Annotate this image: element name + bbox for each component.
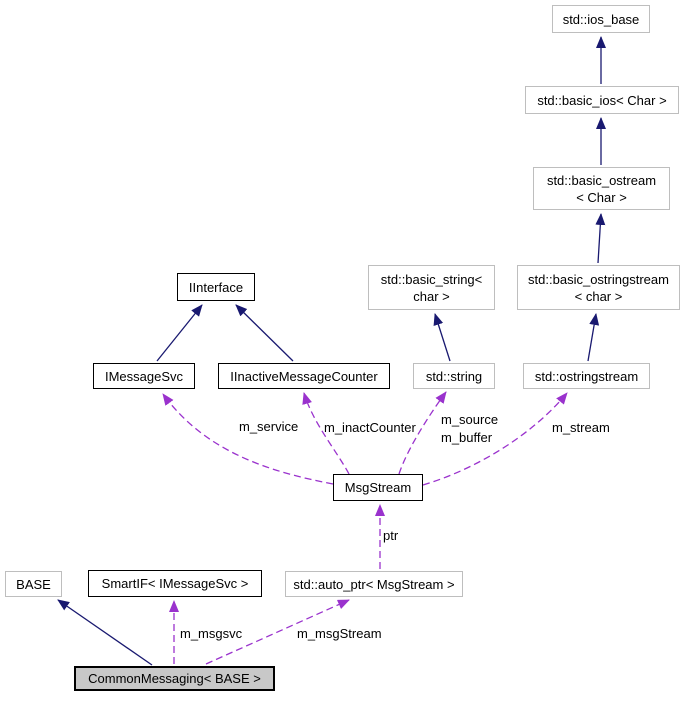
edge-label-m-inactcounter: m_inactCounter xyxy=(324,420,416,435)
edge-label-m-source: m_source xyxy=(441,412,499,427)
node-std-auto-ptr-msgstream: std::auto_ptr< MsgStream > xyxy=(285,571,463,597)
node-std-basic-ostream: std::basic_ostream < Char > xyxy=(533,167,670,210)
node-label: std::basic_string< xyxy=(380,271,483,287)
node-imessagesvc[interactable]: IMessageSvc xyxy=(93,363,195,389)
edge-label-m-stream: m_stream xyxy=(552,420,610,435)
node-commonmessaging-base-current: CommonMessaging< BASE > xyxy=(74,666,275,691)
node-std-ios-base: std::ios_base xyxy=(552,5,650,33)
node-label: std::basic_ios< Char > xyxy=(537,92,667,108)
node-label: SmartIF< IMessageSvc > xyxy=(101,576,249,591)
node-label: std::basic_ostringstream xyxy=(528,271,669,287)
node-label: char > xyxy=(413,288,450,304)
node-smartif-imessagesvc[interactable]: SmartIF< IMessageSvc > xyxy=(88,570,262,597)
node-std-basic-ostringstream: std::basic_ostringstream < char > xyxy=(517,265,680,310)
node-label: std::basic_ostream xyxy=(546,172,657,188)
node-label: std::string xyxy=(425,368,483,384)
node-base: BASE xyxy=(5,571,62,597)
node-msgstream[interactable]: MsgStream xyxy=(333,474,423,501)
node-std-ostringstream: std::ostringstream xyxy=(523,363,650,389)
inherit-edge-string-to-basic-string xyxy=(433,313,451,362)
node-iinterface[interactable]: IInterface xyxy=(177,273,255,301)
inherit-edge-ostringstream-to-basic-ostringstream xyxy=(587,313,600,362)
node-label: IInactiveMessageCounter xyxy=(230,368,378,384)
node-iinactivemessagecounter[interactable]: IInactiveMessageCounter xyxy=(218,363,390,389)
node-label: < Char > xyxy=(576,189,627,205)
inherit-edge-imessagesvc-to-iinterface xyxy=(156,304,203,362)
inherit-edge-iinactivemessagecounter-to-iinterface xyxy=(235,304,294,362)
inherit-edge-basic-ostringstream-to-basic-ostream xyxy=(595,213,606,264)
node-std-basic-string: std::basic_string< char > xyxy=(368,265,495,310)
node-label: < char > xyxy=(574,288,623,304)
node-label: IInterface xyxy=(188,279,244,295)
node-label: std::ostringstream xyxy=(534,368,639,384)
usage-edge-msgstream-to-imessagesvc xyxy=(162,393,334,485)
node-label: BASE xyxy=(16,576,51,592)
usage-edge-msgstream-to-ostringstream xyxy=(422,392,568,486)
inherit-edge-commonmessaging-to-base xyxy=(57,599,153,666)
usage-edge-commonmessaging-to-autoptr xyxy=(205,599,350,665)
node-label: std::ios_base xyxy=(562,11,640,27)
edge-label-m-msgstream: m_msgStream xyxy=(297,626,382,641)
edge-label-ptr: ptr xyxy=(383,528,399,543)
edge-label-m-service: m_service xyxy=(239,419,299,434)
node-label: IMessageSvc xyxy=(104,368,184,384)
node-label: CommonMessaging< BASE > xyxy=(88,671,261,686)
node-label: std::auto_ptr< MsgStream > xyxy=(293,576,455,592)
edge-label-m-msgsvc: m_msgsvc xyxy=(180,626,243,641)
edge-label-m-buffer: m_buffer xyxy=(441,430,493,445)
usage-edge-msgstream-to-iinactivemessagecounter xyxy=(302,392,350,475)
node-std-basic-ios: std::basic_ios< Char > xyxy=(525,86,679,114)
usage-edge-msgstream-to-string xyxy=(398,391,447,475)
node-label: MsgStream xyxy=(344,480,412,495)
node-std-string: std::string xyxy=(413,363,495,389)
